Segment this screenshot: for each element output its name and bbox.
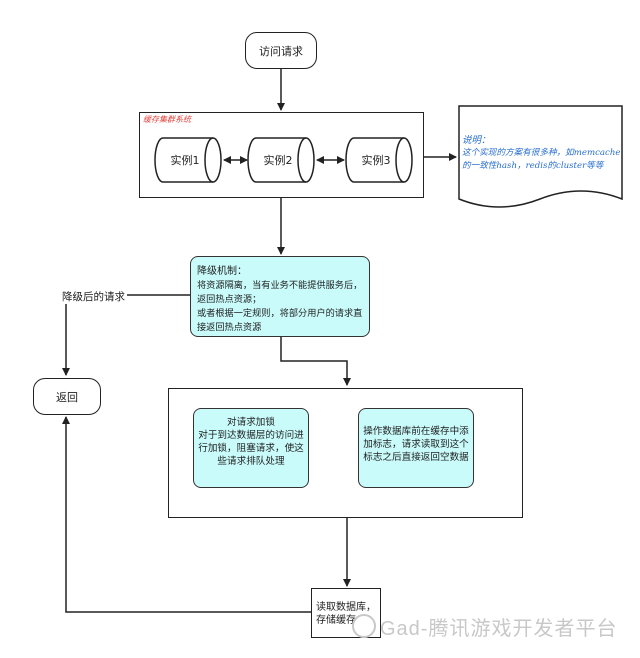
flag-line-2: 加标志，请求读取到这个 bbox=[363, 439, 469, 450]
degrade-line-3: 或者根据一定规则，将部分用户的请求直 bbox=[197, 308, 363, 319]
flag-line-3: 标志之后直接返回空数据 bbox=[363, 452, 469, 463]
degrade-line-2: 返回热点资源； bbox=[197, 294, 262, 305]
lock-line-3: 行加锁，阻塞请求，使这 bbox=[198, 443, 304, 454]
arrow-degrade-to-lockbox bbox=[280, 337, 351, 386]
instance1-label: 实例1 bbox=[170, 154, 200, 167]
instance3-cylinder bbox=[345, 137, 413, 183]
db-line-1: 读取数据库， bbox=[316, 602, 376, 613]
cache-cluster-box bbox=[139, 112, 424, 198]
flag-line-1: 操作数据库前在缓存中添 bbox=[363, 426, 469, 437]
lock-line-4: 些请求排队处理 bbox=[217, 456, 285, 467]
lock-line-2: 对于到达数据层的访问进 bbox=[198, 430, 304, 441]
visit-request-label: 访问请求 bbox=[259, 44, 303, 58]
watermark-icon bbox=[352, 614, 376, 638]
watermark-text: Gad-腾讯游戏开发者平台 bbox=[380, 618, 618, 640]
cache-cluster-title: 缓存集群系统 bbox=[143, 115, 191, 124]
request-lock-node: 对请求加锁 对于到达数据层的访问进 行加锁，阻塞请求，使这 些请求排队处理 bbox=[193, 408, 309, 488]
cache-flag-node: 操作数据库前在缓存中添 加标志，请求读取到这个 标志之后直接返回空数据 bbox=[358, 408, 474, 488]
arrow-db-to-return bbox=[62, 416, 311, 613]
degrade-title: 降级机制： bbox=[197, 266, 247, 277]
return-node: 返回 bbox=[33, 378, 101, 415]
arrow-degrade-to-return bbox=[62, 294, 190, 376]
degrade-mechanism-node: 降级机制： 将资源隔离，当有业务不能提供服务后， 返回热点资源； 或者根据一定规… bbox=[190, 256, 370, 337]
instance3-label: 实例3 bbox=[361, 154, 391, 167]
degrade-line-4: 接返回热点资源 bbox=[197, 322, 262, 333]
note-line-3: 的一致性hash，redis的cluster等等 bbox=[462, 161, 604, 171]
instance1-cylinder bbox=[154, 137, 222, 183]
instance2-label: 实例2 bbox=[263, 154, 293, 167]
return-label: 返回 bbox=[56, 390, 78, 404]
db-line-2: 存储缓存 bbox=[316, 615, 356, 626]
note-line-2: 这个实现的方案有很多种，如memcache bbox=[462, 148, 621, 158]
watermark: Gad-腾讯游戏开发者平台 bbox=[352, 612, 617, 641]
degraded-request-label: 降级后的请求 bbox=[60, 289, 127, 304]
note-line-1: 说明： bbox=[462, 135, 491, 146]
degrade-line-1: 将资源隔离，当有业务不能提供服务后， bbox=[197, 280, 363, 291]
lock-line-1: 对请求加锁 bbox=[227, 417, 275, 428]
instance2-cylinder bbox=[247, 137, 315, 183]
note-text: 说明： 这个实现的方案有很多种，如memcache 的一致性hash，redis… bbox=[462, 134, 620, 173]
note-shape bbox=[458, 105, 623, 208]
visit-request-node: 访问请求 bbox=[245, 32, 317, 69]
